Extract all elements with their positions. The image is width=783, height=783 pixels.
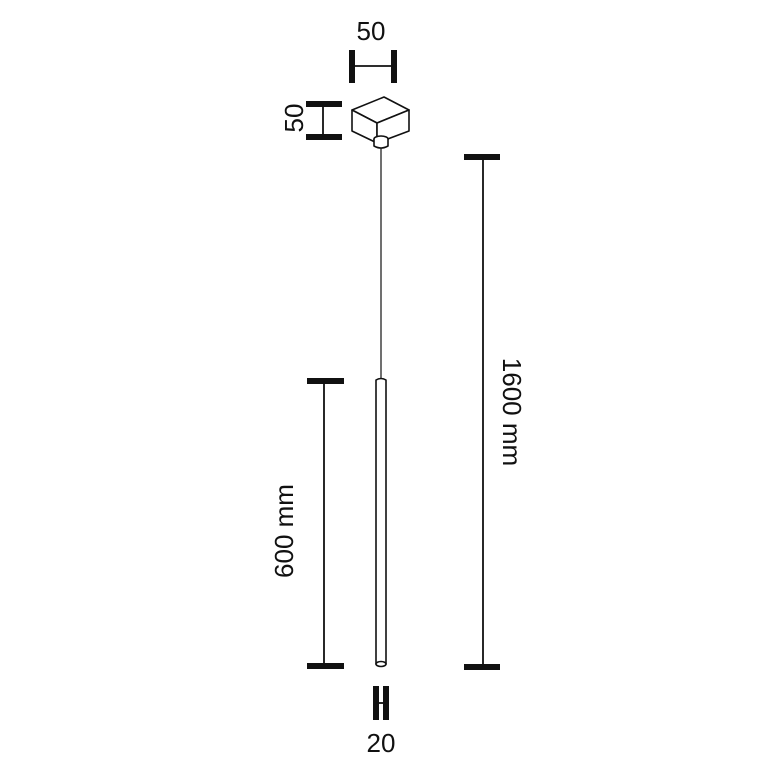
canopy-cord-grip [373, 139, 389, 149]
canopy-width-label: 50 [357, 16, 386, 46]
canopy-width-dimension: 50 [349, 16, 397, 83]
canopy-box [351, 96, 410, 149]
tube-luminaire [375, 377, 387, 668]
tube-bottom-end [375, 660, 387, 668]
total-length-label: 1600 mm [497, 358, 527, 466]
total-length-dimension: 1600 mm [464, 154, 527, 670]
tube-length-dimension: 600 mm [269, 378, 344, 669]
canopy-height-label: 50 [279, 104, 309, 133]
tube-length-label: 600 mm [269, 484, 299, 578]
tube-diameter-dimension: 20 [367, 686, 396, 758]
tube-diameter-label: 20 [367, 728, 396, 758]
tube-body [375, 377, 387, 665]
canopy-height-dimension: 50 [279, 101, 342, 140]
